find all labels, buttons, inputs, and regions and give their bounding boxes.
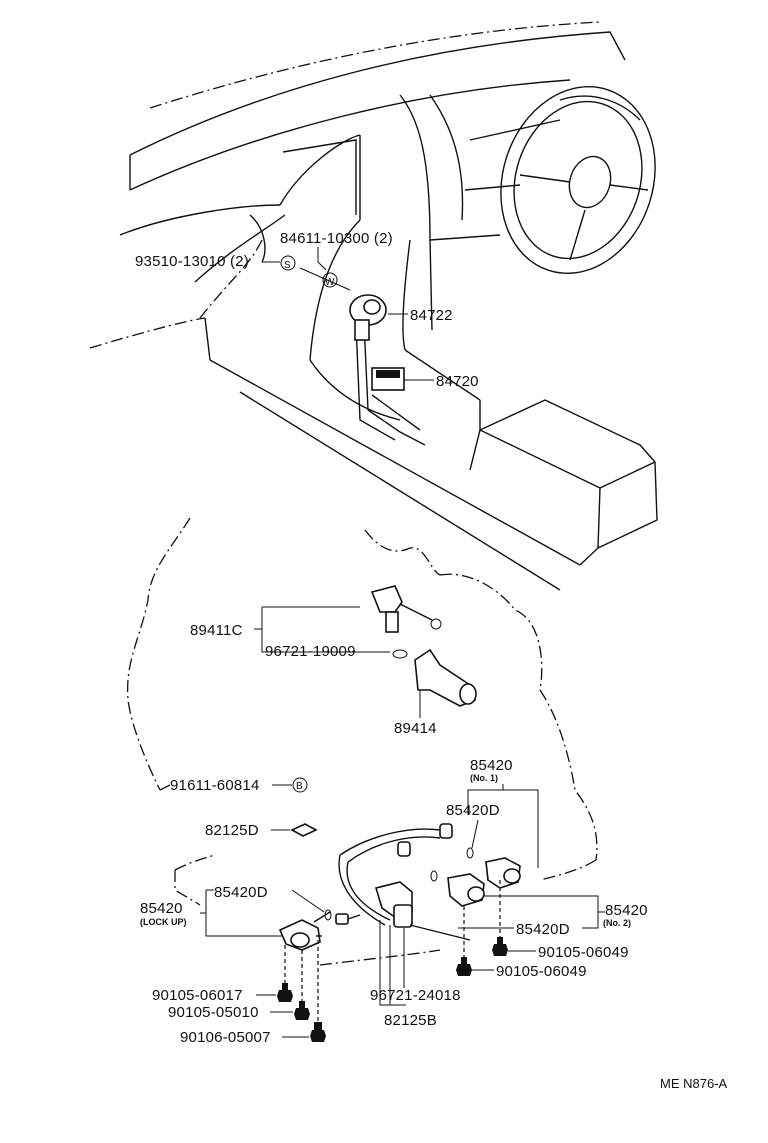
label-84720: 84720 [436,373,479,390]
label-89411C: 89411C [190,622,243,639]
label-90105-06017: 90105-06017 [152,987,243,1004]
dashboard-illustration [89,21,658,591]
label-85420D-top: 85420D [446,802,500,819]
driven-gear-89414 [392,648,477,707]
label-85420-lockup-sub: (LOCK UP) [140,917,187,927]
label-84722: 84722 [410,307,453,324]
label-85420-no2-sub: (No. 2) [603,918,631,928]
diagram-code: ME N876-A [660,1076,728,1091]
solenoid-85420-lockup [278,909,332,951]
label-90105-06049-b: 90105-06049 [496,963,587,980]
label-90105-06049-a: 90105-06049 [538,944,629,961]
solenoid-85420-no1 [485,857,521,889]
marker-w-circle [322,272,338,288]
marker-s: S [284,260,291,271]
label-89414: 89414 [394,720,437,737]
marker-w: W [325,277,335,288]
label-82125B: 82125B [384,1012,437,1029]
marker-b-circle [292,777,308,793]
clamp-82125D [290,823,318,837]
label-84611-10300: 84611-10300 (2) [280,230,393,247]
marker-b: B [296,781,303,792]
label-85420D-right: 85420D [516,921,570,938]
label-82125D: 82125D [205,822,259,839]
label-90106-05007: 90106-05007 [180,1029,271,1046]
bolt-90105-06049-a [492,937,508,956]
speed-sensor-89411C [370,585,442,633]
shift-lock-switch-84722 [349,294,387,341]
bolt-90106-05007 [310,1022,326,1042]
label-91611-60814: 91611-60814 [170,777,260,794]
label-85420-no1: 85420 [470,757,513,774]
transmission-outline [126,517,598,966]
label-96721-24018: 96721-24018 [370,987,461,1004]
bolt-90105-06017 [277,983,293,1002]
label-90105-05010: 90105-05010 [168,1004,259,1021]
label-85420D-left: 85420D [214,884,268,901]
marker-s-circle [280,255,296,271]
label-85420-lockup: 85420 [140,900,183,917]
label-96721-19009: 96721-19009 [265,643,356,660]
label-93510-13010: 93510-13010 (2) [135,253,249,270]
solenoid-85420-no2 [447,873,485,907]
bolt-90105-05010 [294,1001,310,1020]
bolt-90105-06049-b [456,957,472,976]
label-85420-no2: 85420 [605,902,648,919]
label-85420-no1-sub: (No. 1) [470,773,498,783]
shift-lock-computer-84720 [371,367,405,391]
wire-harness-82125B [335,823,471,941]
